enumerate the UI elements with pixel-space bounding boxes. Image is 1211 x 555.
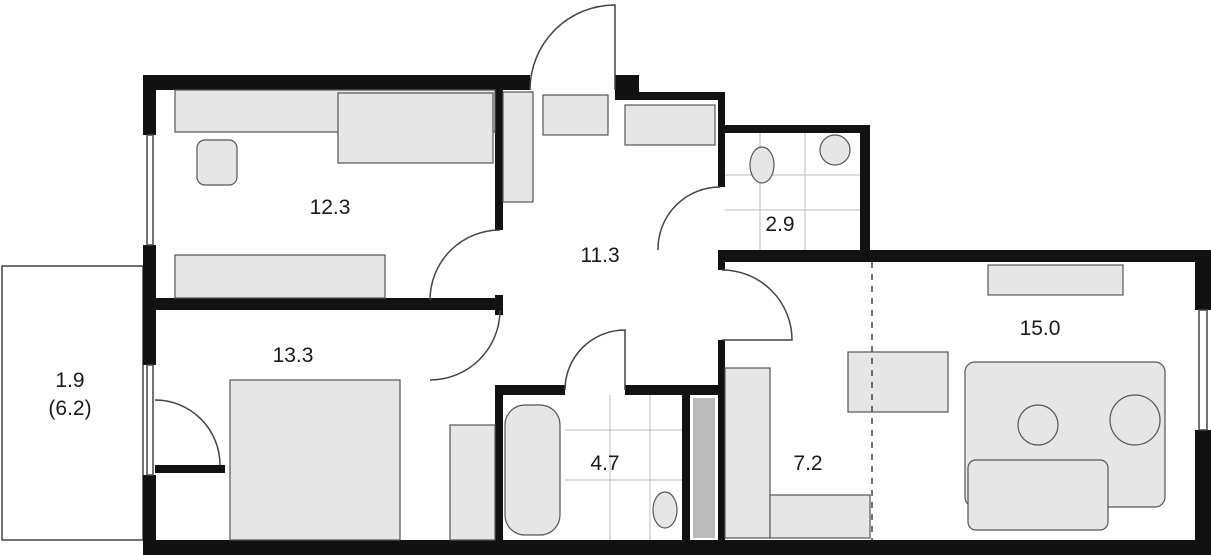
bathroom-tiles <box>565 395 690 540</box>
room-area-bathroom-small: 2.9 <box>765 213 795 236</box>
doors <box>154 4 793 466</box>
room-area-bedroom-2: 13.3 <box>272 344 314 367</box>
furniture <box>174 89 1166 541</box>
room-area-living-room: 15.0 <box>1019 317 1061 340</box>
room-area-bathroom: 4.7 <box>590 452 620 475</box>
windows <box>146 134 1208 538</box>
room-area-hall: 11.3 <box>580 244 620 267</box>
balcony-outline <box>1 265 144 541</box>
room-area-bedroom-1: 12.3 <box>309 196 351 219</box>
room-area-balcony-secondary: (6.2) <box>48 397 92 420</box>
walls <box>143 75 1211 555</box>
room-area-kitchen: 7.2 <box>793 452 823 475</box>
room-area-balcony: 1.9 <box>55 369 85 392</box>
